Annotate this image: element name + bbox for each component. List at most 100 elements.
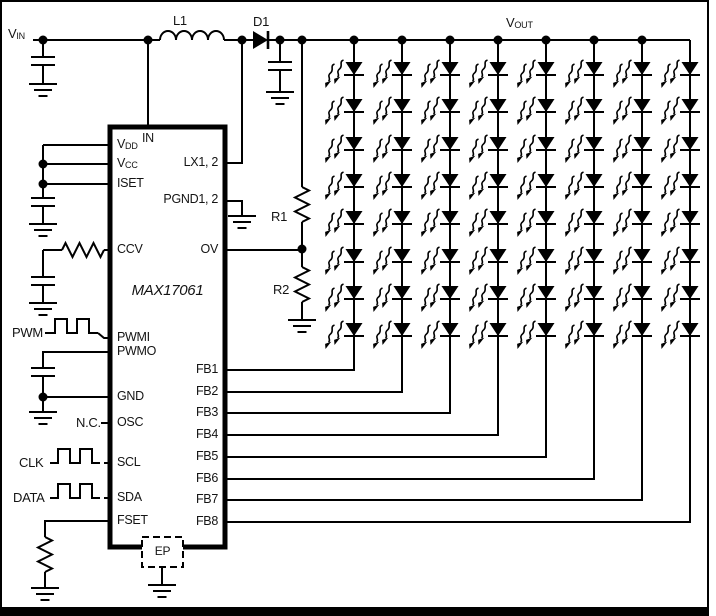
led-icon [613, 320, 652, 349]
led-icon [661, 283, 700, 312]
pwm-waveform-icon [45, 318, 110, 339]
led-string-wire [225, 40, 403, 393]
pgnd-ground-icon [225, 200, 256, 229]
ic-pin-label-lx: LX1, 2 [183, 155, 219, 169]
led-icon [325, 283, 364, 312]
led-icon [373, 283, 412, 312]
ic-pin-label-vcc: VCC [117, 156, 138, 170]
fset-resistor [31, 520, 110, 601]
junction-dots [38, 35, 307, 402]
led-string-wire [225, 40, 691, 523]
nc-label: N.C. [76, 415, 101, 430]
ep-pad-label: EP [154, 544, 171, 558]
ic-pin-label-iset: ISET [117, 176, 144, 190]
led-icon [661, 96, 700, 125]
resistor-icon-ccv [61, 240, 105, 260]
ic-pin-label-sda: SDA [117, 490, 142, 504]
ic-pin-label-fb4: FB4 [195, 427, 218, 441]
led-icon [325, 246, 364, 275]
led-icon [325, 171, 364, 200]
led-icon [421, 283, 460, 312]
vin-label: VIN [8, 26, 25, 41]
led-icon [325, 208, 364, 237]
ic-pin-label-pwmo: PWMO [117, 344, 157, 358]
data-input-label: DATA [13, 490, 45, 505]
ep-pad [141, 536, 184, 598]
junction-dot [589, 35, 599, 45]
led-icon [613, 283, 652, 312]
led-icon [325, 59, 364, 88]
led-icon [613, 96, 652, 125]
led-icon [325, 96, 364, 125]
junction-dot [541, 35, 551, 45]
led-icon [469, 96, 508, 125]
led-icon [373, 171, 412, 200]
clk-input-label: CLK [19, 455, 44, 470]
led-icon [469, 134, 508, 163]
led-icon [517, 208, 556, 237]
ic-pin-label-fset: FSET [117, 513, 148, 527]
led-icon [469, 59, 508, 88]
ic-name: MAX17061 [131, 282, 204, 299]
pwm-input-label: PWM [12, 325, 43, 340]
ic-pin-label-fb6: FB6 [195, 471, 218, 485]
ic-pin-label-ov: OV [200, 242, 219, 256]
led-icon [661, 208, 700, 237]
ic-pin-label-ccv: CCV [117, 242, 143, 256]
resistor-icon-r2 [292, 266, 312, 303]
led-icon [373, 96, 412, 125]
resistor-icon-r1 [292, 186, 312, 223]
led-icon [373, 246, 412, 275]
led-icon [373, 320, 412, 349]
ic-pin-label-pwmi: PWMI [117, 330, 150, 344]
led-icon [421, 246, 460, 275]
diode-label: D1 [253, 14, 270, 29]
led-icon [661, 134, 700, 163]
lx-wire [225, 40, 243, 164]
led-icon [421, 208, 460, 237]
ic-pin-label-fb1: FB1 [195, 362, 218, 376]
led-icon [373, 59, 412, 88]
led-icon [325, 134, 364, 163]
ic-pin-label-pgnd: PGND1, 2 [163, 192, 218, 206]
ic-pin-label-vdd: VDD [117, 137, 138, 151]
diode-icon [253, 31, 270, 49]
junction-dot [397, 35, 407, 45]
led-icon [469, 320, 508, 349]
ic-pin-label-fb3: FB3 [195, 405, 218, 419]
led-icon [565, 283, 604, 312]
led-icon [517, 171, 556, 200]
ic-pin-label-in: IN [142, 131, 154, 145]
led-icon [565, 96, 604, 125]
led-icon [421, 171, 460, 200]
input-capacitor-icon [29, 40, 57, 97]
ccv-filter [29, 240, 110, 316]
ic-pin-label-fb7: FB7 [195, 492, 218, 506]
resistor-icon-fset [35, 536, 55, 573]
ic-pin-label-gnd: GND [117, 389, 144, 403]
led-icon [373, 208, 412, 237]
vout-label: VOUT [506, 15, 533, 30]
clk-waveform-icon [50, 448, 110, 464]
led-icon [661, 320, 700, 349]
led-icon [661, 59, 700, 88]
junction-dot [349, 35, 359, 45]
junction-dot [445, 35, 455, 45]
led-string-wire [225, 40, 499, 436]
led-icon [613, 208, 652, 237]
ov-divider [225, 40, 316, 333]
led-icon [613, 171, 652, 200]
led-icon [613, 246, 652, 275]
ic-pin-label-fb2: FB2 [195, 384, 218, 398]
led-array [225, 35, 700, 523]
led-icon [661, 171, 700, 200]
ic-pin-label-fb5: FB5 [195, 449, 218, 463]
gnd-wire [29, 396, 110, 425]
led-icon [325, 320, 364, 349]
ic-pin-label-osc: OSC [117, 415, 144, 429]
led-icon [421, 59, 460, 88]
led-string-wire [225, 40, 451, 414]
